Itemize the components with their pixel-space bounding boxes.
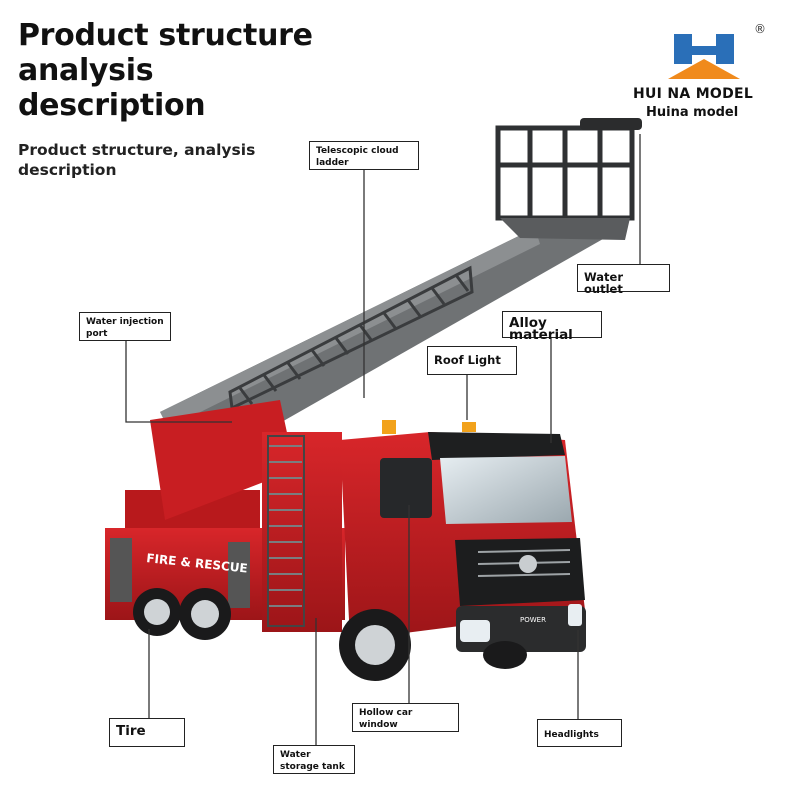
label-telescopic-ladder: Telescopic cloud ladder: [309, 141, 419, 170]
wheels: [133, 588, 527, 681]
page-subtitle: Product structure, analysis description: [18, 141, 256, 179]
ladder-basket: [495, 125, 635, 221]
label-water-outlet: Water outlet: [577, 264, 670, 295]
roof-light-2: [462, 422, 476, 432]
label-alloy-material: Alloy material: [502, 311, 602, 342]
power-badge: POWER: [520, 616, 546, 624]
page-title: Product structure analysis description: [18, 18, 313, 123]
label-headlights: Headlights: [537, 719, 622, 747]
brand-name: HUI NA MODEL: [633, 86, 754, 102]
huina-logo-icon: [668, 34, 740, 79]
label-water-storage-tank: Water storage tank: [273, 745, 355, 774]
headlight-left: [460, 620, 490, 642]
hollow-car-window: [380, 458, 432, 518]
headlight-right: [568, 604, 582, 626]
brand-block: ® HUI NA MODEL Huina model: [628, 20, 788, 130]
label-water-injection-port: Water injection port: [79, 312, 171, 341]
water-nozzle: [580, 118, 642, 130]
roof-light: [382, 420, 396, 434]
telescopic-ladder: [160, 118, 642, 440]
truck-cab: POWER: [340, 420, 586, 652]
label-tire: Tire: [109, 718, 185, 747]
registered-mark: ®: [754, 22, 766, 36]
label-hollow-car-window: Hollow car window: [352, 703, 459, 732]
brand-subtitle: Huina model: [646, 105, 739, 120]
label-roof-light: Roof Light: [427, 346, 517, 375]
